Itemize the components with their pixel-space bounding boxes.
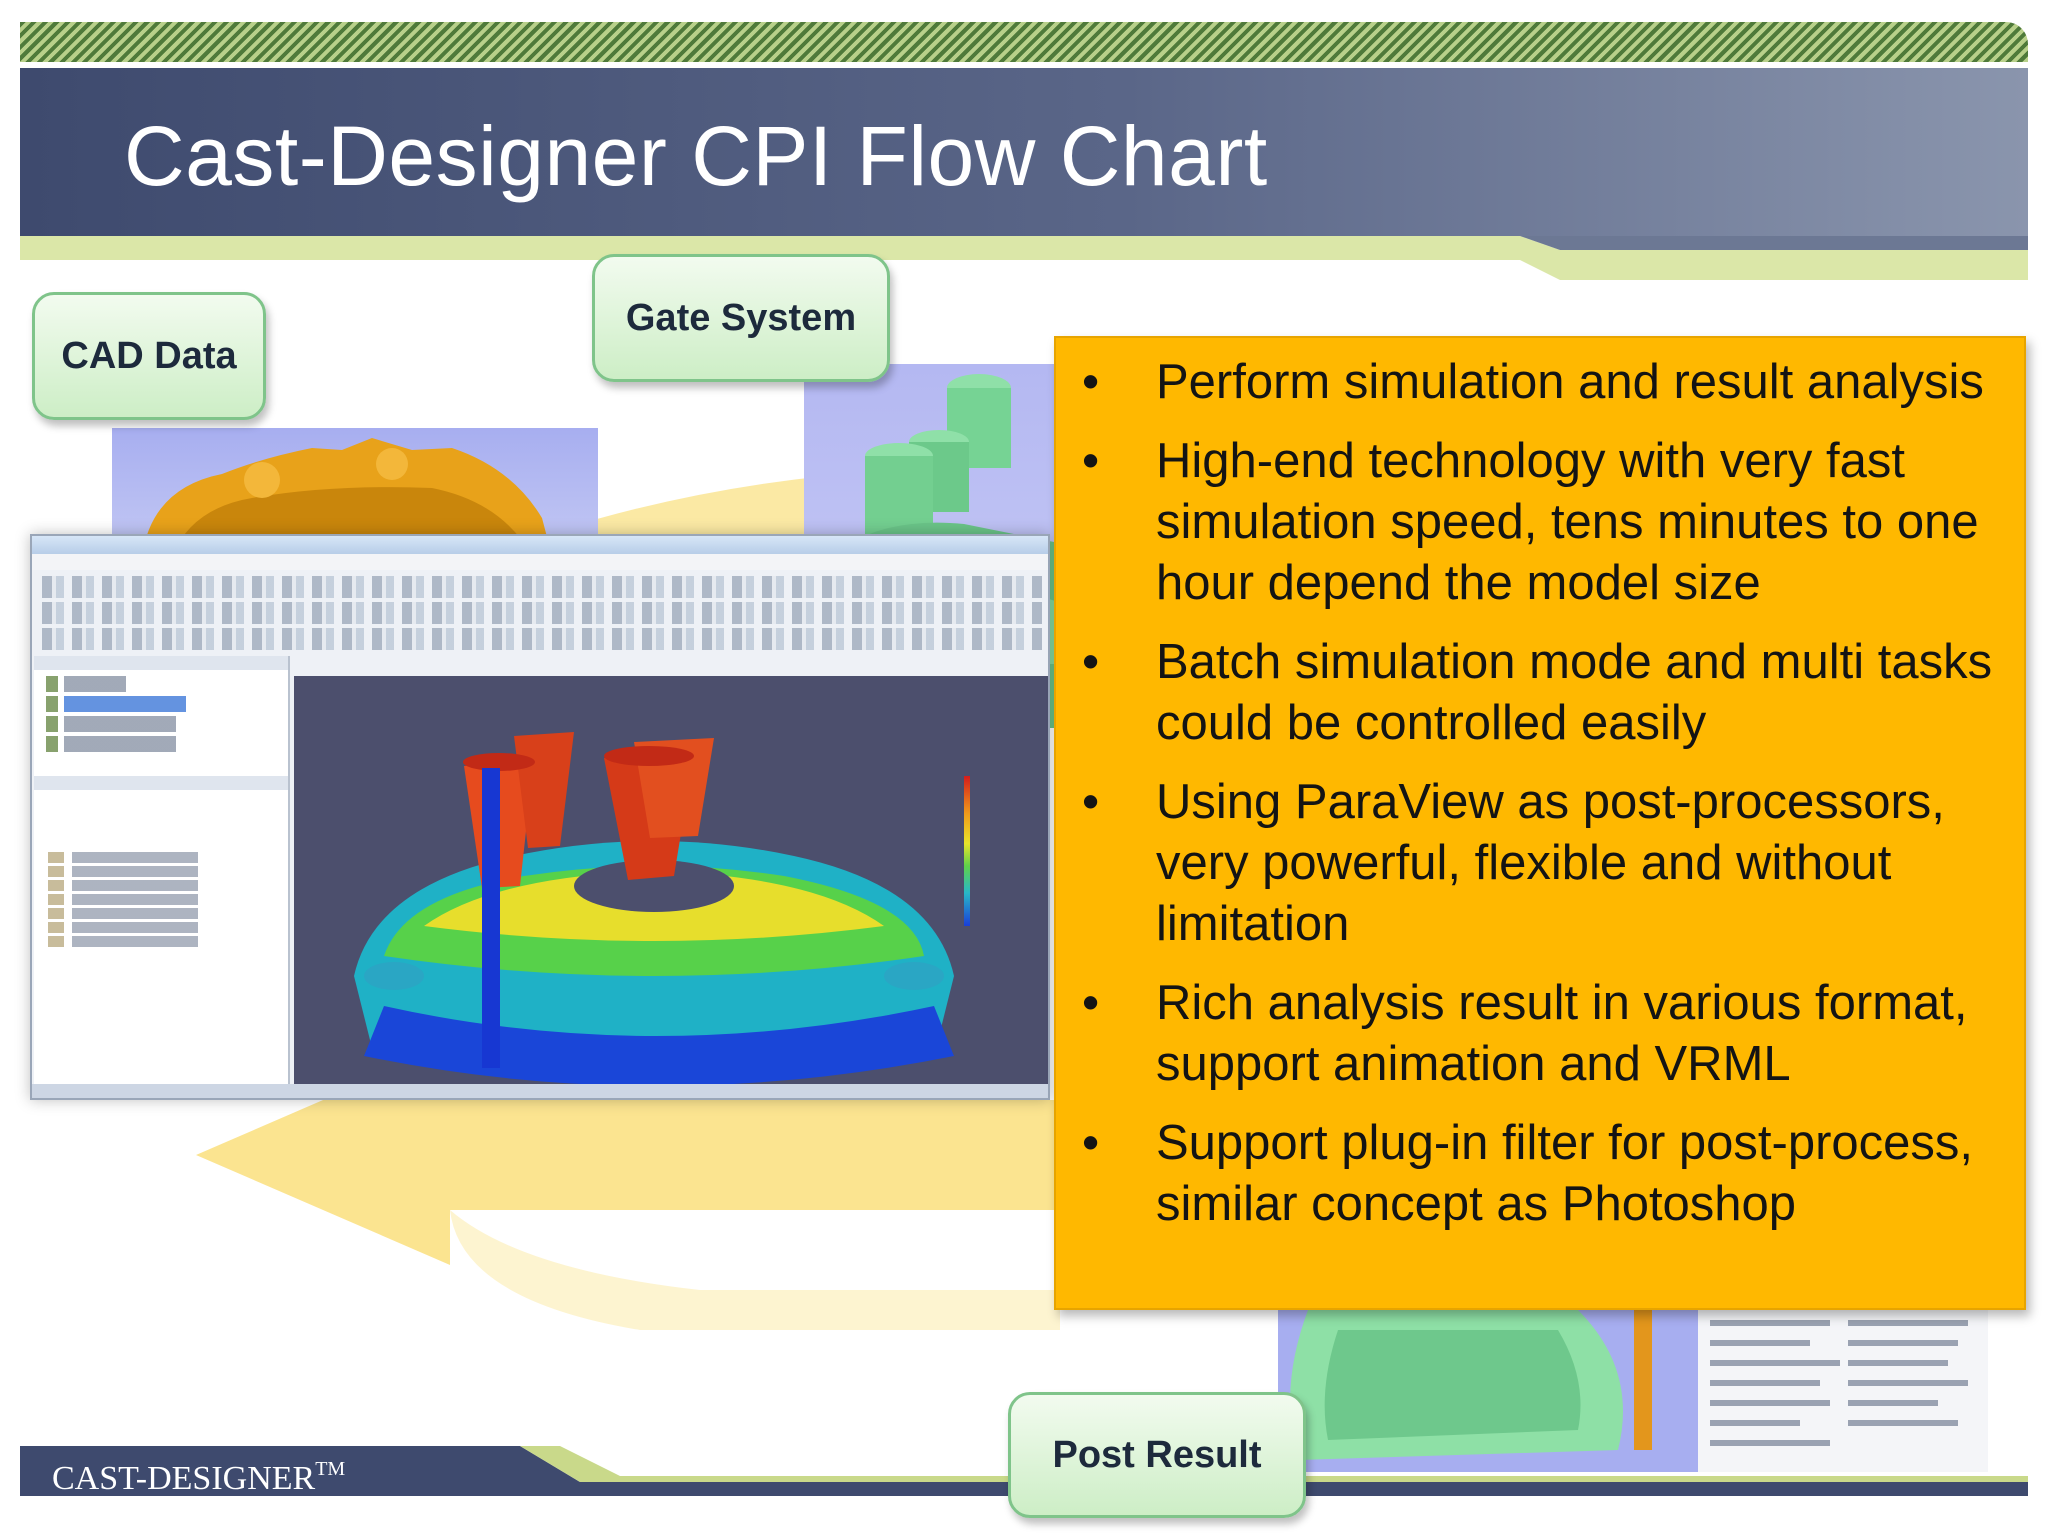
tree-row [46, 696, 266, 712]
paraview-screenshot [30, 534, 1050, 1100]
title-band: Cast-Designer CPI Flow Chart [20, 68, 2028, 236]
header-accent [20, 236, 2028, 280]
bullet-dot: • [1082, 775, 1100, 829]
inspector-row [48, 880, 268, 891]
feature-item: • Perform simulation and result analysis [1056, 352, 2024, 413]
inspector-row [48, 866, 268, 877]
gate-system-label: Gate System [625, 296, 857, 339]
header-stripe [20, 22, 2028, 62]
features-callout: •Perform simulation and result analysis … [1054, 336, 2026, 1310]
feature-text: Support plug-in filter for post-process,… [1156, 1116, 1974, 1231]
app-toolbar-1 [42, 576, 1042, 598]
object-inspector-list [48, 852, 268, 950]
tree-row [46, 716, 266, 732]
feature-item: • Using ParaView as post-processors, very… [1056, 772, 2024, 955]
cad-data-stage[interactable]: CAD Data [32, 292, 266, 420]
cad-data-label: CAD Data [61, 334, 237, 377]
bullet-dot: • [1082, 355, 1100, 409]
object-inspector-header [34, 776, 288, 790]
inspector-row [48, 922, 268, 933]
bullet-dot: • [1082, 1116, 1100, 1170]
tree-row [46, 676, 126, 692]
footer-logo: CAST-DESIGNERTM [52, 1458, 345, 1498]
slide-title: Cast-Designer CPI Flow Chart [124, 109, 1268, 203]
bullet-dot: • [1082, 976, 1100, 1030]
pipeline-browser-pane [34, 656, 290, 1090]
feature-item: • Rich analysis result in various format,… [1056, 973, 2024, 1095]
tree-row [46, 736, 266, 752]
feature-text: Perform simulation and result analysis [1156, 355, 1984, 409]
inspector-row [48, 894, 268, 905]
feature-item: • Support plug-in filter for post-process… [1056, 1113, 2024, 1235]
inspector-row [48, 936, 268, 947]
bullet-dot: • [1082, 635, 1100, 689]
inspector-row [48, 852, 268, 863]
feature-item: • High-end technology with very fast simu… [1056, 431, 2024, 614]
feature-list: •Perform simulation and result analysis … [1056, 352, 2024, 1253]
pipeline-browser-header [34, 656, 288, 670]
app-titlebar [32, 536, 1048, 554]
feature-text: High-end technology with very fast simul… [1156, 434, 1979, 610]
app-toolbar-2 [42, 602, 1042, 624]
feature-item: • Batch simulation mode and multi tasks c… [1056, 632, 2024, 754]
app-statusbar [32, 1084, 1048, 1098]
post-result-image [1278, 1310, 1988, 1472]
post-result-stage[interactable]: Post Result [1008, 1392, 1306, 1518]
feature-text: Using ParaView as post-processors, very … [1156, 775, 1945, 951]
app-toolbar-3 [42, 628, 1042, 650]
arrow-tail-curve [450, 1210, 1060, 1330]
render-viewport [294, 676, 1048, 1090]
bullet-dot: • [1082, 434, 1100, 488]
footer-bar [20, 1446, 2028, 1496]
fill-time-colorbar [964, 776, 970, 926]
inspector-row [48, 908, 268, 919]
footer-logo-text: CAST-DESIGNER [52, 1460, 316, 1497]
pipeline-tree [46, 676, 266, 756]
trademark-mark: TM [315, 1458, 346, 1480]
app-menubar [32, 554, 1048, 570]
gate-system-stage[interactable]: Gate System [592, 254, 890, 382]
feature-text: Rich analysis result in various format, … [1156, 976, 1968, 1091]
post-result-label: Post Result [1052, 1433, 1262, 1476]
feature-text: Batch simulation mode and multi tasks co… [1156, 635, 1993, 750]
return-arrow-shape [196, 1045, 1060, 1265]
